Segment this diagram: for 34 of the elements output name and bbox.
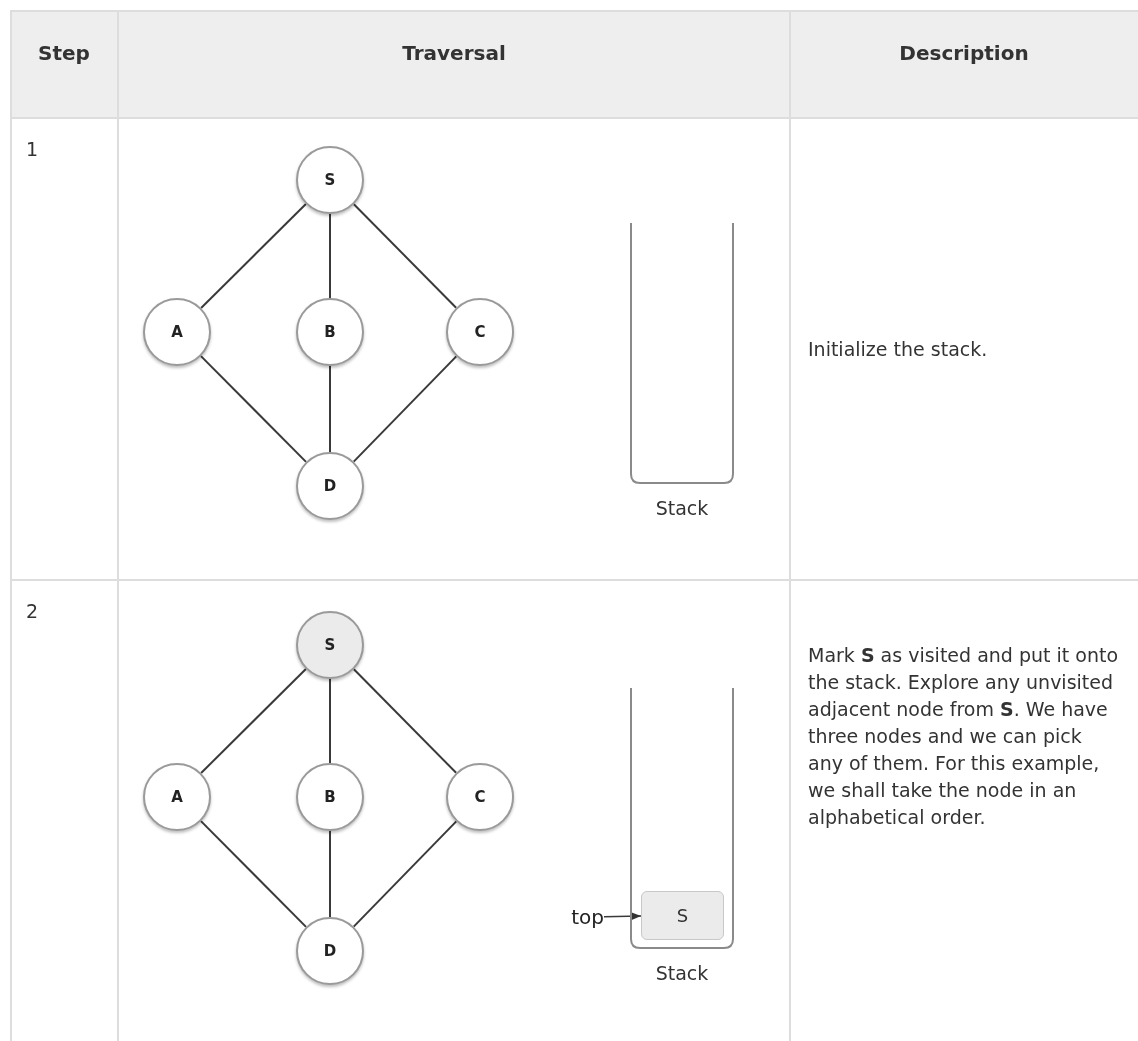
graph-edge [329,830,331,918]
graph-edge [352,355,458,463]
graph-node: C [446,298,514,366]
graph-node: B [296,763,364,831]
graph-node: C [446,763,514,831]
stack-item: S [641,891,724,940]
graph-node: D [296,917,364,985]
graph-edge [352,668,458,774]
stack-caption: Stack [654,496,710,521]
graph-node: S [296,146,364,214]
step-description: Initialize the stack. [808,336,988,362]
arrow [603,912,642,921]
stack-caption: Stack [654,961,710,986]
graph-edge [200,202,307,310]
step-number: 1 [26,137,39,162]
visited-graph-node: S [296,611,364,679]
column-header: Step [38,40,90,67]
step-number: 2 [26,599,39,624]
graph-edge [199,355,308,463]
column-header: Description [899,40,1029,67]
graph-node: D [296,452,364,520]
step-description: Mark S as visited and put it onto the stack. Explore any unvisited adjacent node from S. We have three nodes and we can pick any of them. For this example, we shall take the node in an alphabetical order. [808,643,1120,830]
column-header: Traversal [402,40,506,67]
graph-edge [329,213,331,299]
graph-edge [200,667,307,775]
graph-node: A [143,763,211,831]
graph-edge [352,820,458,928]
graph-edge [352,203,458,309]
graph-edge [329,365,331,453]
graph-node: A [143,298,211,366]
graph-edge [199,820,308,928]
pointer-label: top [552,903,604,931]
graph-node: B [296,298,364,366]
graph-edge [329,678,331,764]
